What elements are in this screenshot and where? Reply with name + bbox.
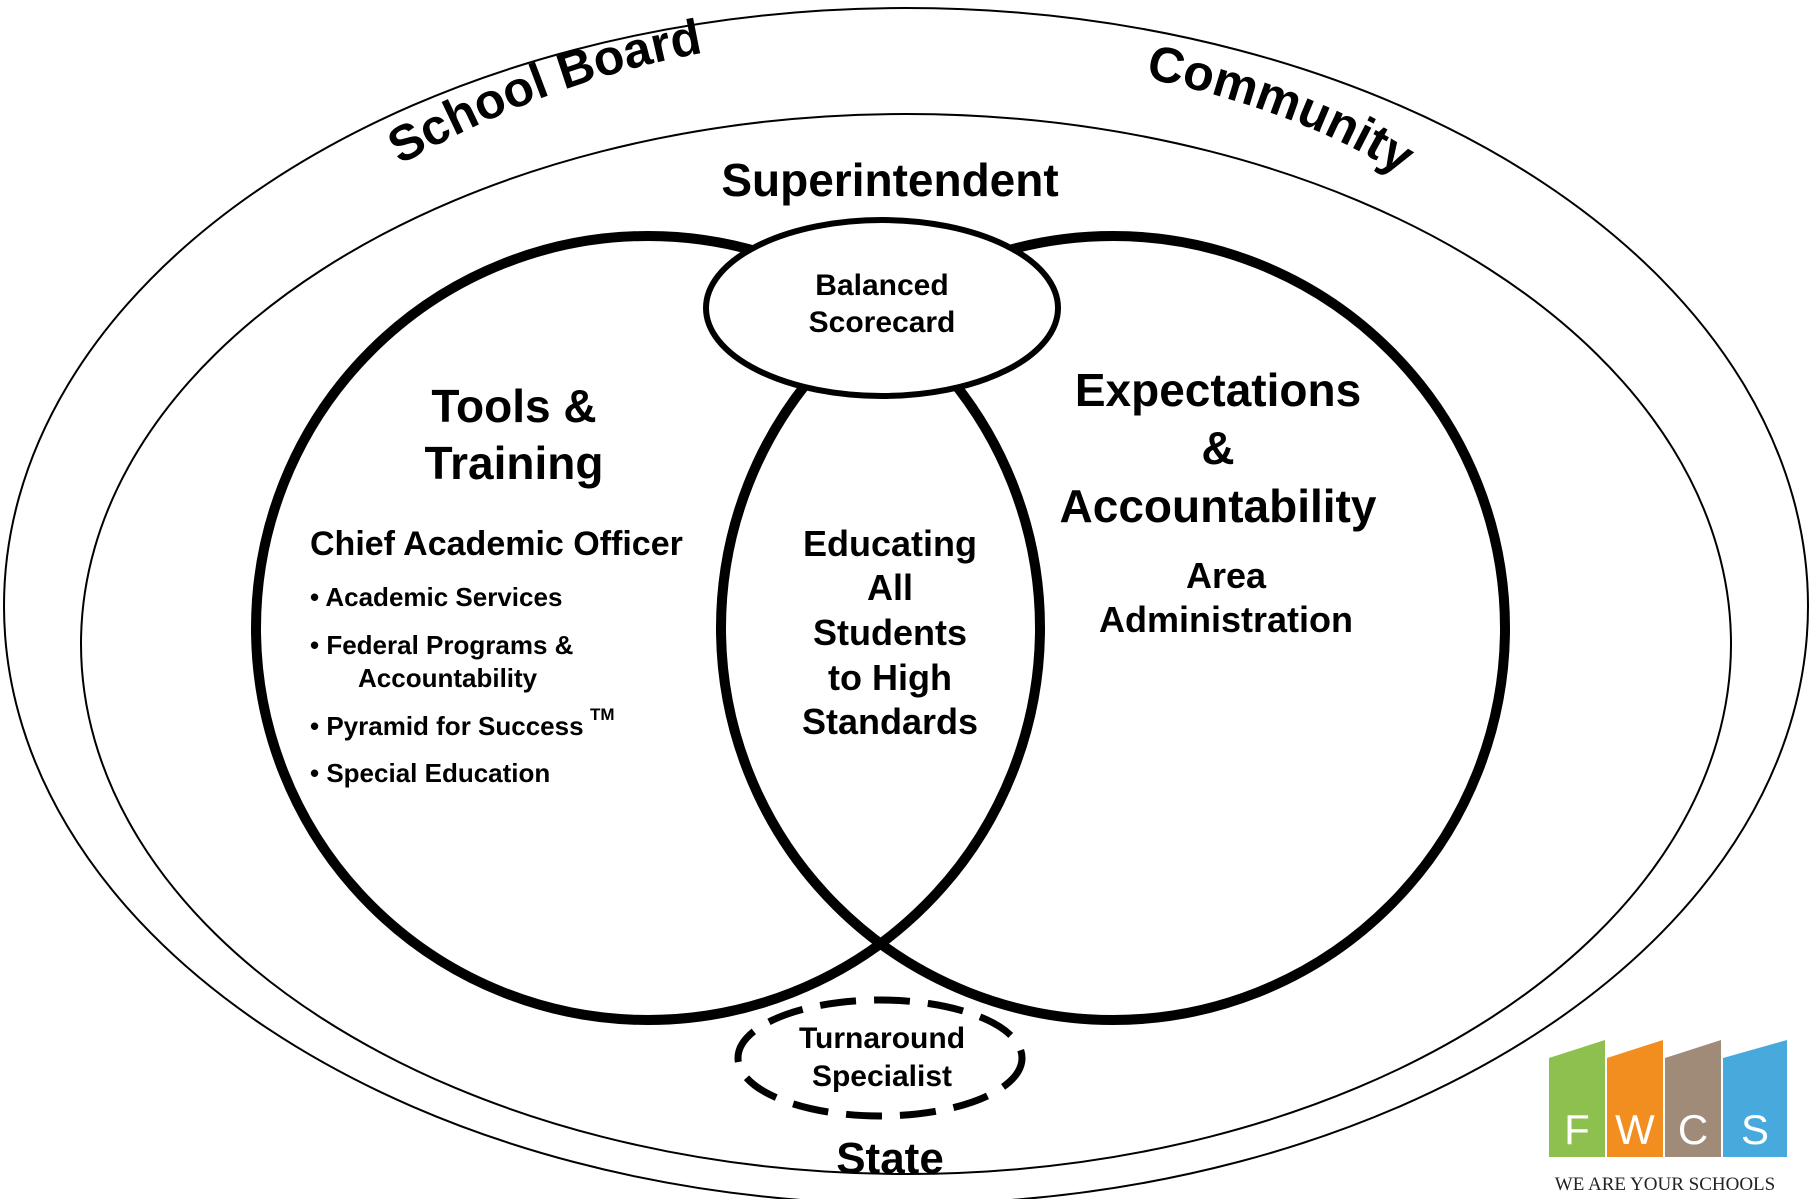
balanced-scorecard-oval [703, 217, 1061, 399]
center-line-1: Educating [803, 523, 977, 564]
logo-letter-c: C [1678, 1106, 1708, 1153]
inner-ellipse [80, 113, 1732, 1175]
community-label: Community [1143, 34, 1424, 185]
tools-training-circle [251, 231, 1045, 1025]
center-line-2: All [867, 567, 913, 608]
state-label: State [836, 1134, 944, 1183]
expectations-title-line1: Expectations [1075, 364, 1361, 416]
turnaround-line1: Turnaround [799, 1022, 965, 1055]
logo-block-c [1665, 1040, 1721, 1157]
turnaround-specialist-oval [734, 996, 1026, 1120]
trademark-superscript: TM [590, 705, 615, 724]
expectations-circle [716, 231, 1510, 1025]
tools-training-title-line2: Training [425, 437, 604, 489]
area-administration-line1: Area [1186, 555, 1267, 596]
turnaround-line2: Specialist [812, 1060, 952, 1093]
bullet-pyramid-for-success: • Pyramid for Success [310, 711, 584, 741]
center-line-5: Standards [802, 701, 978, 742]
expectations-title-line3: Accountability [1060, 480, 1377, 532]
expectations-title-line2: & [1201, 422, 1234, 474]
balanced-scorecard-line1: Balanced [815, 269, 948, 302]
bullet-federal-programs-continued: Accountability [358, 663, 538, 693]
logo-letter-f: F [1564, 1106, 1590, 1153]
logo-block-s [1723, 1040, 1787, 1157]
center-line-4: to High [828, 657, 952, 698]
tools-training-title-line1: Tools & [431, 380, 596, 432]
school-board-label: School Board [379, 8, 706, 174]
bullet-special-education: • Special Education [310, 758, 550, 788]
area-administration-line2: Administration [1099, 599, 1353, 640]
bullet-academic-services: • Academic Services [310, 582, 562, 612]
balanced-scorecard-line2: Scorecard [809, 306, 956, 339]
logo-tagline: WE ARE YOUR SCHOOLS [1555, 1174, 1775, 1195]
logo-block-f [1549, 1040, 1605, 1157]
logo-letter-w: W [1615, 1106, 1655, 1153]
superintendent-label: Superintendent [721, 154, 1058, 206]
logo-letter-s: S [1741, 1106, 1769, 1153]
chief-academic-officer-label: Chief Academic Officer [310, 525, 683, 563]
center-line-3: Students [813, 612, 967, 653]
bullet-federal-programs: • Federal Programs & [310, 630, 573, 660]
logo-block-w [1607, 1040, 1663, 1157]
fwcs-logo: F W C S WE ARE YOUR SCHOOLS [1549, 1040, 1787, 1195]
outer-ellipse [3, 7, 1809, 1199]
